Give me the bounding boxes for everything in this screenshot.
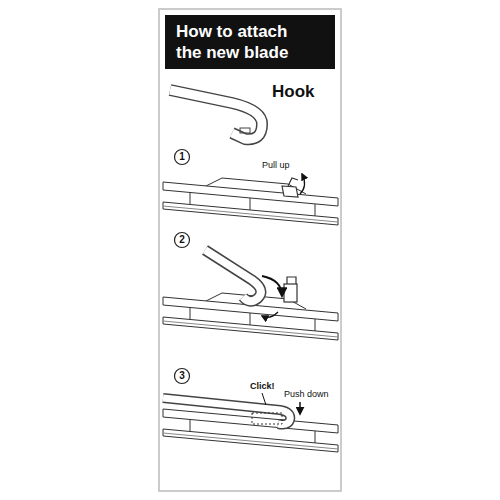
drawing-part (282, 186, 298, 197)
drawing-part (163, 398, 290, 425)
drawing-part (299, 402, 301, 414)
blade-step-3 (163, 393, 338, 452)
step-circle (175, 150, 190, 165)
drawing-part (250, 198, 251, 210)
part-name: Hook (272, 82, 315, 102)
drawing-part (284, 284, 297, 302)
drawing-part (163, 409, 338, 433)
action-note: Click! (250, 381, 275, 392)
drawing-part (252, 413, 282, 424)
drawing-part (287, 277, 296, 284)
drawing-part (163, 321, 338, 337)
drawing-part (163, 206, 338, 222)
drawing-part (163, 398, 290, 425)
drawing-part (170, 90, 262, 139)
drawing-part (262, 312, 278, 317)
drawing-part (205, 250, 261, 301)
drawing-part (163, 317, 338, 340)
step-number: 1 (175, 150, 189, 164)
drawing-part (300, 174, 305, 194)
drawing-part (315, 319, 316, 331)
blade-step-2 (163, 250, 338, 340)
step-circle (175, 369, 190, 384)
drawing-part (262, 276, 282, 296)
action-note: Pull up (262, 160, 290, 171)
drawing-part (240, 128, 250, 133)
header-band (165, 15, 335, 69)
drawing-part (170, 90, 262, 139)
drawing-part (163, 429, 338, 452)
title-heading: How to attach the new blade (176, 21, 298, 63)
drawing-part (262, 393, 266, 405)
action-note: Push down (284, 389, 329, 400)
drawing-part (163, 202, 338, 225)
hook-figure (170, 90, 262, 139)
drawing-part (205, 250, 261, 301)
blade-step-1 (163, 174, 338, 225)
drawing-part (315, 431, 316, 443)
drawing-part (190, 192, 191, 204)
step-circle (175, 233, 190, 248)
drawing-part (163, 433, 338, 449)
step-number: 2 (175, 233, 189, 247)
drawing-part (315, 204, 316, 216)
drawing-part (288, 178, 298, 186)
drawing-part (190, 307, 191, 319)
card-frame (159, 9, 341, 491)
drawing-part (190, 419, 191, 431)
step-number: 3 (175, 369, 189, 383)
drawing-part (250, 313, 251, 325)
